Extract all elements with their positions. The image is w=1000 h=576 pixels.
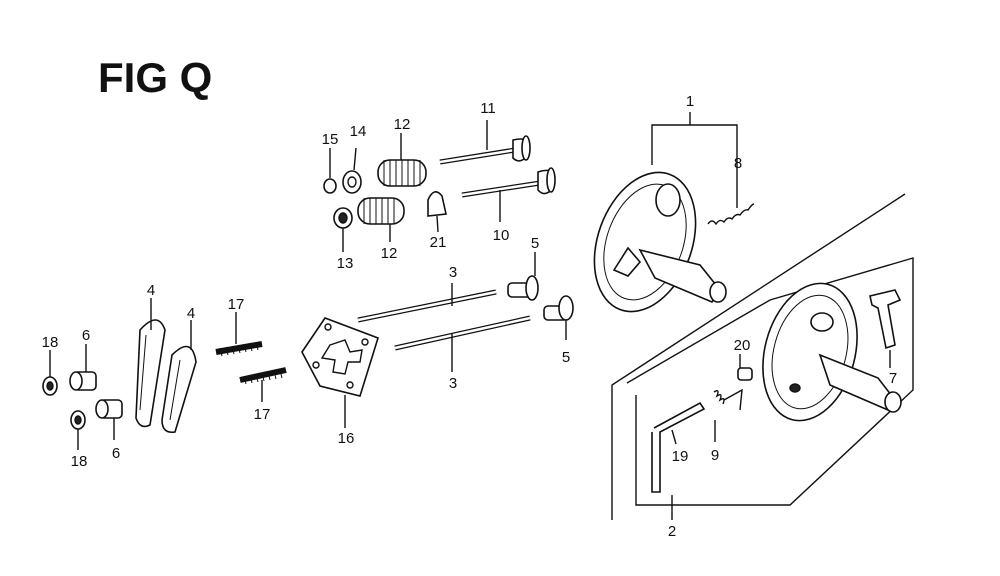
callout-18-lower: 18 [71, 453, 88, 470]
cap-part-15 [323, 178, 337, 194]
callout-1: 1 [686, 93, 694, 110]
callout-13: 13 [337, 255, 354, 272]
weight-part-7 [869, 289, 902, 350]
callout-16: 16 [338, 430, 355, 447]
pin-part-20 [737, 367, 753, 381]
tappet-upper [507, 275, 539, 301]
spring-part-8 [707, 203, 755, 226]
callout-4-left: 4 [147, 282, 155, 299]
callout-2: 2 [668, 523, 676, 540]
callout-14: 14 [350, 123, 367, 140]
callout-4-right: 4 [187, 305, 195, 322]
nut-lower [70, 410, 86, 430]
callout-5-lower: 5 [562, 349, 570, 366]
figure-title: FIG Q [98, 54, 212, 101]
pivot-lower [95, 399, 123, 419]
leader-21 [436, 215, 439, 233]
callout-6-upper: 6 [82, 327, 90, 344]
callout-12-lower: 12 [381, 245, 398, 262]
callout-9: 9 [711, 447, 719, 464]
valve-spring-lower [357, 197, 405, 225]
inset-frame-outer [611, 193, 906, 520]
callout-15: 15 [322, 131, 339, 148]
push-rod-upper [357, 289, 497, 323]
pivot-upper [69, 371, 97, 391]
callout-21: 21 [430, 234, 447, 251]
tappet-lower [543, 295, 574, 321]
callout-3-lower: 3 [449, 375, 457, 392]
cam-gear-upper [593, 171, 727, 313]
callout-7: 7 [889, 370, 897, 387]
retainer-part-14 [342, 170, 362, 194]
inset-frame-inner [626, 257, 914, 506]
callout-8: 8 [734, 155, 742, 172]
stud-lower [239, 367, 287, 385]
callout-11: 11 [480, 100, 496, 117]
callout-19: 19 [672, 448, 689, 465]
callout-17-lower: 17 [254, 406, 271, 423]
rocker-arm-right [161, 345, 197, 434]
callout-6-lower: 6 [112, 445, 120, 462]
valve-spring-upper [377, 159, 427, 187]
callout-20: 20 [734, 337, 751, 354]
push-rod-lower [394, 315, 531, 351]
leader-14 [353, 147, 357, 171]
valve-part-10 [461, 167, 556, 198]
callout-17-upper: 17 [228, 296, 245, 313]
leader-1 [651, 124, 738, 208]
cam-gear-lower [762, 282, 902, 422]
leader-19 [671, 429, 677, 445]
callout-12-upper: 12 [394, 116, 411, 133]
callout-10: 10 [493, 227, 510, 244]
callout-18-upper: 18 [42, 334, 59, 351]
valve-part-11 [439, 135, 531, 165]
rod-part-19 [651, 401, 706, 493]
guide-plate-part-16 [301, 317, 379, 397]
callout-3-upper: 3 [449, 264, 457, 281]
seal-part-21 [427, 191, 447, 217]
stud-upper [215, 341, 263, 357]
nut-upper [42, 376, 58, 396]
spring-part-9 [713, 388, 743, 411]
rocker-arm-left [135, 319, 166, 428]
callout-5-upper: 5 [531, 235, 539, 252]
